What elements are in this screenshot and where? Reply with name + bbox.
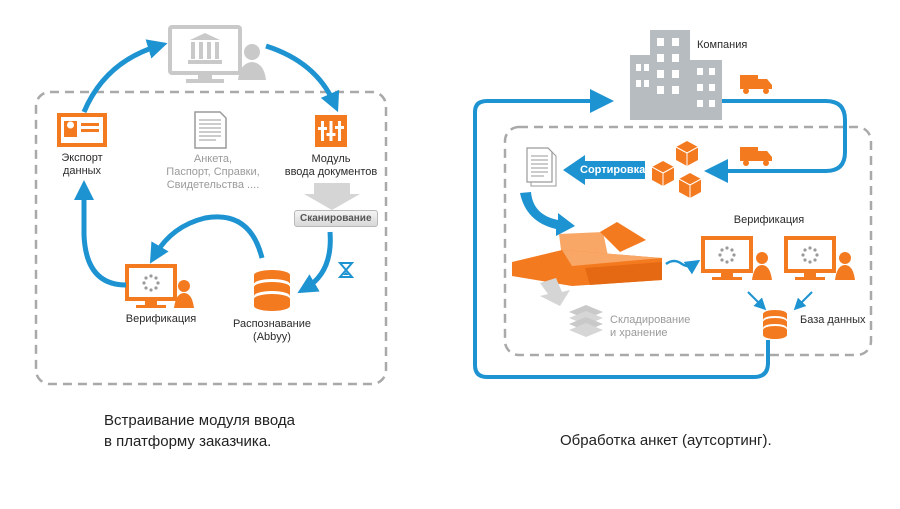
recognition-label: Распознавание (Abbyy) [233,318,311,343]
arrow-verify-to-export [74,180,127,288]
left-caption: Встраивание модуля ввода в платформу зак… [104,412,295,450]
boxes-icon [651,141,702,198]
document-icon [194,111,227,149]
right-frame [503,125,873,357]
database-icon [254,270,290,311]
scanner-module-icon [315,115,347,147]
database-label: База данных [800,314,866,326]
export-label: Экспорт данных [61,152,103,177]
arrow-mon1-to-db [747,291,767,311]
arrow-export-to-bank [81,39,168,113]
verification-monitor-icon-2 [784,236,855,280]
stack-icon [569,305,603,337]
bank-monitor-icon [168,25,266,83]
arrow-db-to-verify [149,214,265,264]
verification-monitor-icon [125,264,194,308]
scanning-chip: Сканирование [294,210,378,227]
grey-arrow-to-storage [540,278,570,306]
hourglass-icon [337,262,355,278]
document-stack-icon [526,147,557,187]
right-caption: Обработка анкет (аутсортинг). [560,432,772,449]
scanner-machine-icon [512,222,662,286]
squiggle-arrow [665,259,701,275]
id-card-icon [57,113,107,147]
grey-down-arrow [304,183,360,210]
verification-monitor-icon-1 [701,236,772,280]
verification-label-left: Верификация [125,313,197,325]
building-icon [630,30,722,120]
arrow-mon2-to-db [793,291,813,311]
verification-label-right: Верификация [733,214,805,226]
input-module-label: Модуль ввода документов [284,153,378,178]
sorting-arrow [563,155,645,185]
company-label: Компания [697,39,748,51]
outer-loop [473,89,770,379]
arrow-bank-to-module [265,43,340,113]
arrow-scan-to-db [297,231,333,294]
storage-label: Складирование и хранение [610,314,691,339]
truck-icon-2 [740,147,772,166]
truck-icon [740,75,772,94]
arrow-company-loop [704,99,847,183]
database-icon-right [763,310,787,339]
arrow-docs-to-scanner [520,192,575,236]
documents-label: Анкета, Паспорт, Справки, Свидетельства … [166,153,260,191]
sorting-label: Сортировка [580,164,646,176]
